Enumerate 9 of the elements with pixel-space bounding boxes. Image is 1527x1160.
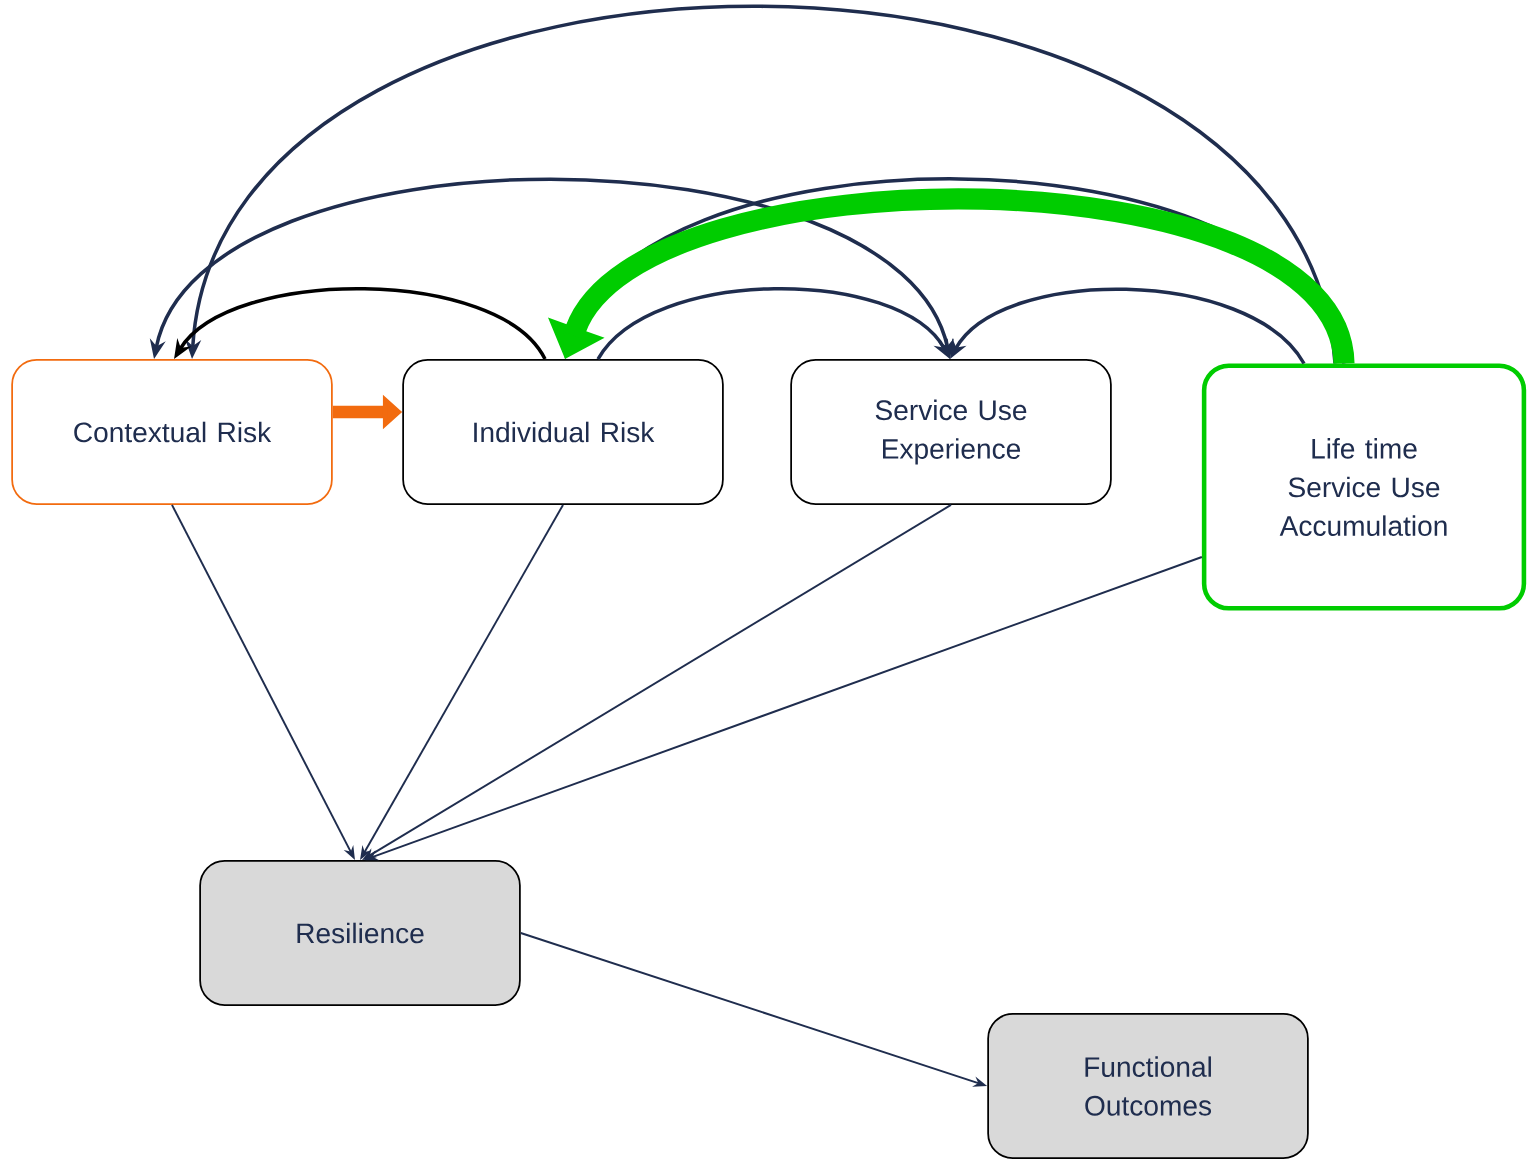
process-box: Individual Risk [402,359,724,505]
arrow [174,287,547,361]
arrow [596,287,950,361]
process-box: Contextual Risk [11,359,333,505]
arrow [950,287,1306,365]
process-box: Functional Outcomes [987,1013,1309,1159]
process-box: Resilience [199,860,521,1006]
process-box: Service Use Experience [790,359,1112,505]
process-box: Life time Service Use Accumulation [1201,363,1527,611]
